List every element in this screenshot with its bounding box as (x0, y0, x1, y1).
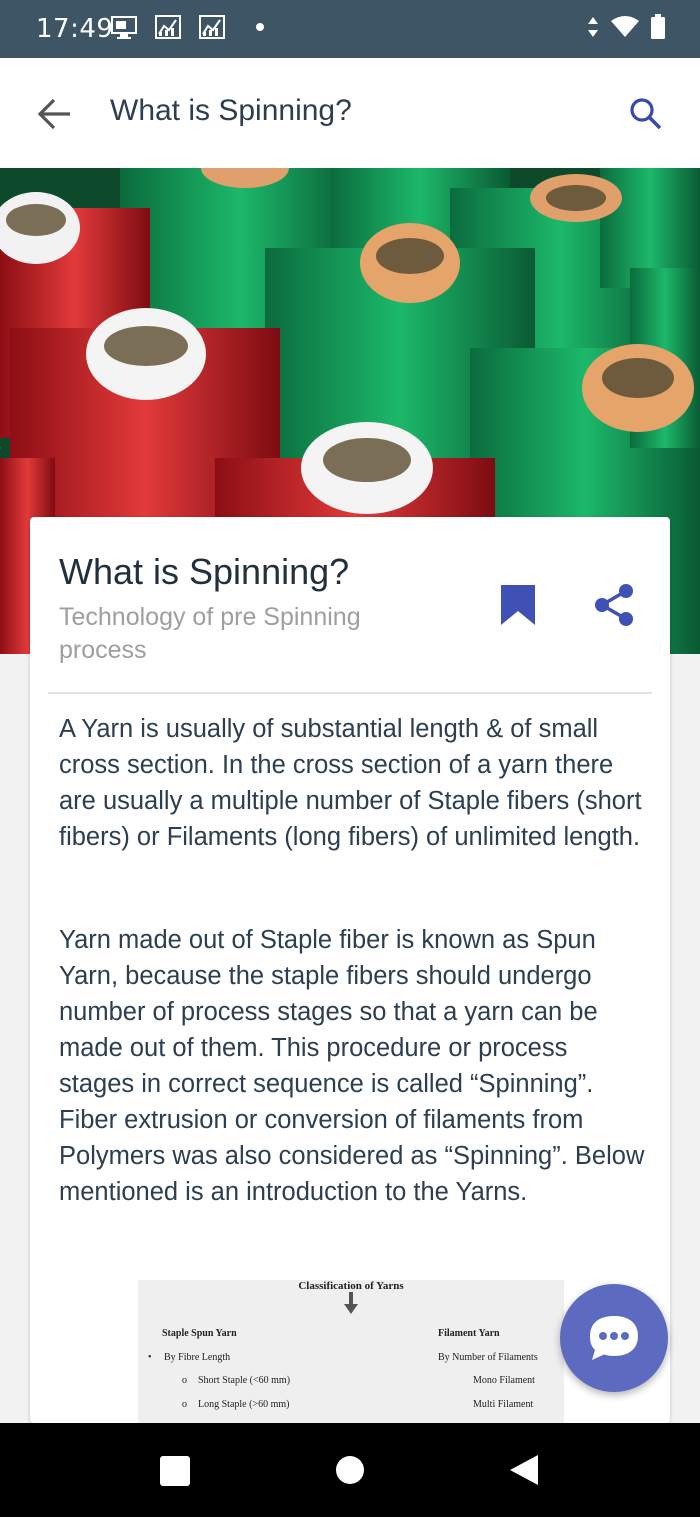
status-bar: 17:49 (0, 0, 700, 58)
diagram-right-sub: Multi Filament (473, 1399, 534, 1410)
article-paragraph: A Yarn is usually of substantial length … (59, 715, 642, 851)
chat-button[interactable] (560, 1284, 668, 1392)
home-icon[interactable] (336, 1456, 364, 1484)
diagram-left-item: By Fibre Length (164, 1352, 231, 1363)
recents-icon[interactable] (160, 1456, 190, 1486)
diagram-left-sub: Short Staple (<60 mm) (198, 1375, 291, 1386)
article-paragraph: Yarn made out of Staple fiber is known a… (59, 926, 645, 1206)
diagram-sub-bullet: o (182, 1399, 187, 1410)
article-title: What is Spinning? (59, 551, 350, 592)
classification-diagram: Classification of Yarns Staple Spun Yarn… (138, 1280, 564, 1423)
diagram-right-sub: Mono Filament (473, 1375, 535, 1386)
app-bar: What is Spinning? (0, 58, 700, 168)
chart-notification-icon (199, 15, 225, 39)
chart-notification-icon (155, 15, 181, 39)
wifi-icon (611, 16, 639, 37)
system-icons (586, 14, 666, 40)
chat-icon (590, 1316, 638, 1360)
diagram-bullet: • (148, 1352, 152, 1363)
diagram-left-sub: Long Staple (>60 mm) (198, 1399, 290, 1410)
diagram-right-item: By Number of Filaments (438, 1352, 538, 1363)
down-arrow-icon (344, 1292, 358, 1314)
app-bar-title: What is Spinning? (110, 94, 352, 127)
monitor-notification-icon (111, 16, 137, 39)
search-icon[interactable] (628, 96, 664, 132)
diagram-title: Classification of Yarns (298, 1280, 404, 1292)
share-icon[interactable] (592, 583, 636, 627)
diagram-sub-bullet: o (182, 1375, 187, 1386)
data-arrows-icon (588, 17, 598, 37)
divider (48, 692, 652, 694)
notification-icons (110, 14, 264, 40)
bookmark-icon[interactable] (498, 583, 538, 627)
battery-icon (651, 14, 665, 39)
article-card: What is Spinning? Technology of pre Spin… (30, 517, 670, 1423)
article-subtitle: Technology of pre Spinning process (59, 603, 361, 664)
back-icon[interactable] (508, 1453, 540, 1487)
dot-icon (256, 23, 264, 31)
diagram-left-heading: Staple Spun Yarn (162, 1328, 237, 1339)
diagram-right-heading: Filament Yarn (438, 1328, 500, 1339)
arrow-left-icon[interactable] (34, 94, 74, 134)
status-time: 17:49 (36, 14, 114, 44)
